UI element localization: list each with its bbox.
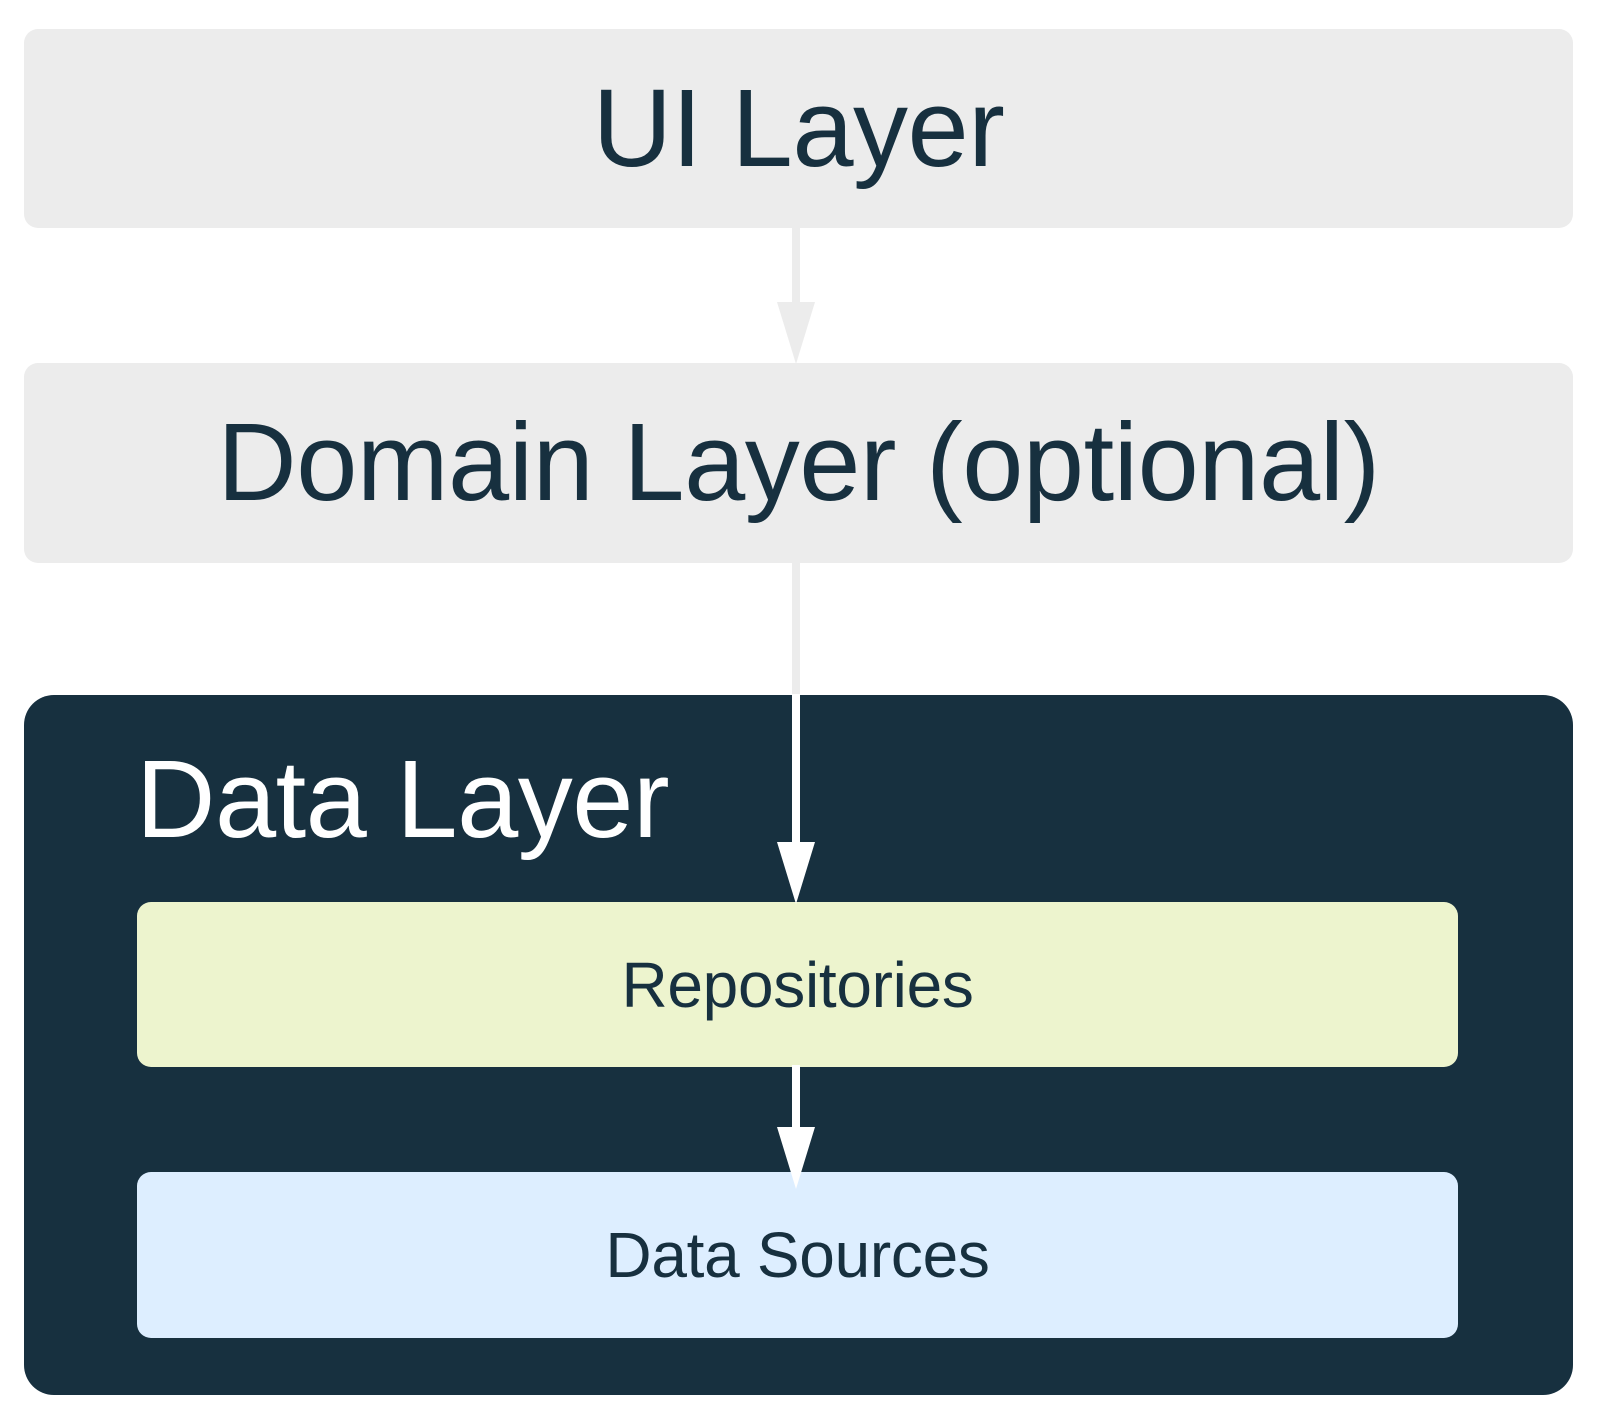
repositories-label: Repositories <box>621 948 974 1021</box>
ui-layer-label: UI Layer <box>592 66 1005 190</box>
domain-layer-box: Domain Layer (optional) <box>24 363 1573 563</box>
arrow-domain-to-repositories-head-icon <box>770 694 822 904</box>
arrow-domain-to-repositories-stem-icon <box>792 563 800 697</box>
data-layer-label: Data Layer <box>136 738 670 861</box>
arrow-ui-to-domain-icon <box>770 228 822 364</box>
repositories-box: Repositories <box>137 902 1458 1067</box>
arrow-repositories-to-data-sources-icon <box>770 1065 822 1189</box>
data-sources-box: Data Sources <box>137 1172 1458 1338</box>
domain-layer-label: Domain Layer (optional) <box>217 401 1380 524</box>
ui-layer-box: UI Layer <box>24 29 1573 228</box>
data-sources-label: Data Sources <box>605 1219 990 1291</box>
